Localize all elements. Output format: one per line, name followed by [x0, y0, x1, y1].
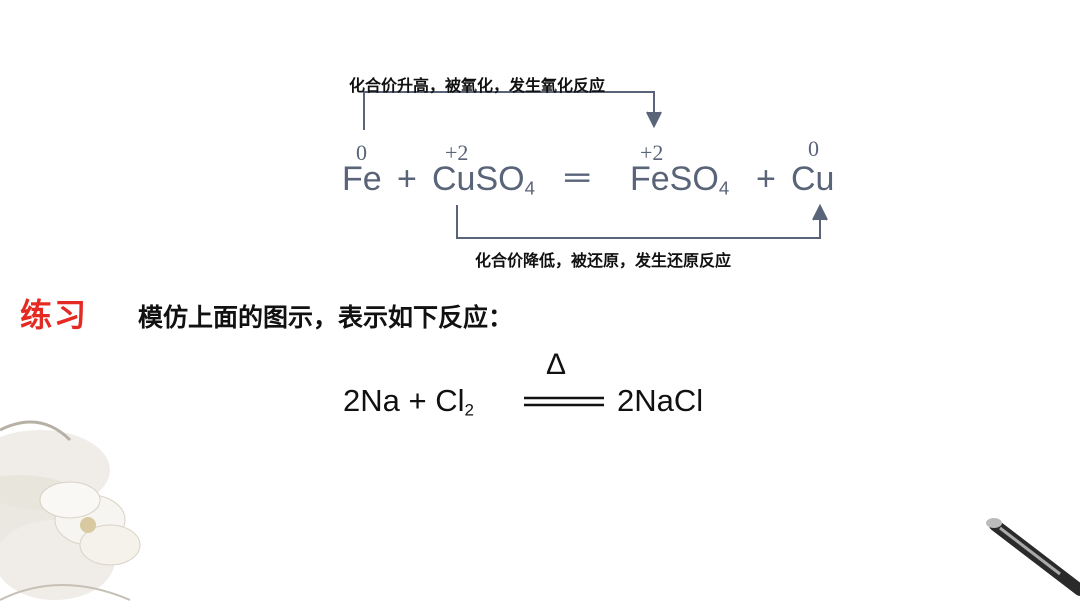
ox-state-cu-reactant: +2	[445, 140, 469, 165]
ox-state-fe-product: +2	[640, 140, 664, 165]
reduction-arrow	[456, 203, 828, 239]
equals-sign: ═	[565, 158, 590, 196]
reactant-cuso4: CuSO4	[432, 160, 535, 199]
ox-state-cu-product: 0	[808, 136, 819, 161]
reactant-fe: Fe	[342, 160, 382, 198]
plus-sign-2: +	[756, 160, 776, 198]
product-cu: Cu	[791, 160, 835, 198]
reaction-equals-sign	[524, 396, 604, 407]
oxidation-arrow	[363, 91, 662, 130]
brush-decoration-icon	[986, 518, 1080, 596]
plus-sign-1: +	[397, 160, 417, 198]
exercise-label: 练习	[20, 296, 89, 334]
ox-state-fe: 0	[356, 140, 367, 165]
product-feso4: FeSO4	[630, 160, 730, 199]
reaction-left-side: 2Na + Cl2	[343, 383, 474, 420]
reaction-right-side: 2NaCl	[617, 383, 704, 418]
oxidation-note: 化合价升高，被氧化，发生氧化反应	[349, 76, 606, 95]
flower-decoration-icon	[0, 420, 141, 601]
reduction-note: 化合价降低，被还原，发生还原反应	[475, 251, 732, 270]
heat-symbol: Δ	[546, 348, 567, 381]
exercise-instruction: 模仿上面的图示，表示如下反应：	[138, 303, 514, 332]
